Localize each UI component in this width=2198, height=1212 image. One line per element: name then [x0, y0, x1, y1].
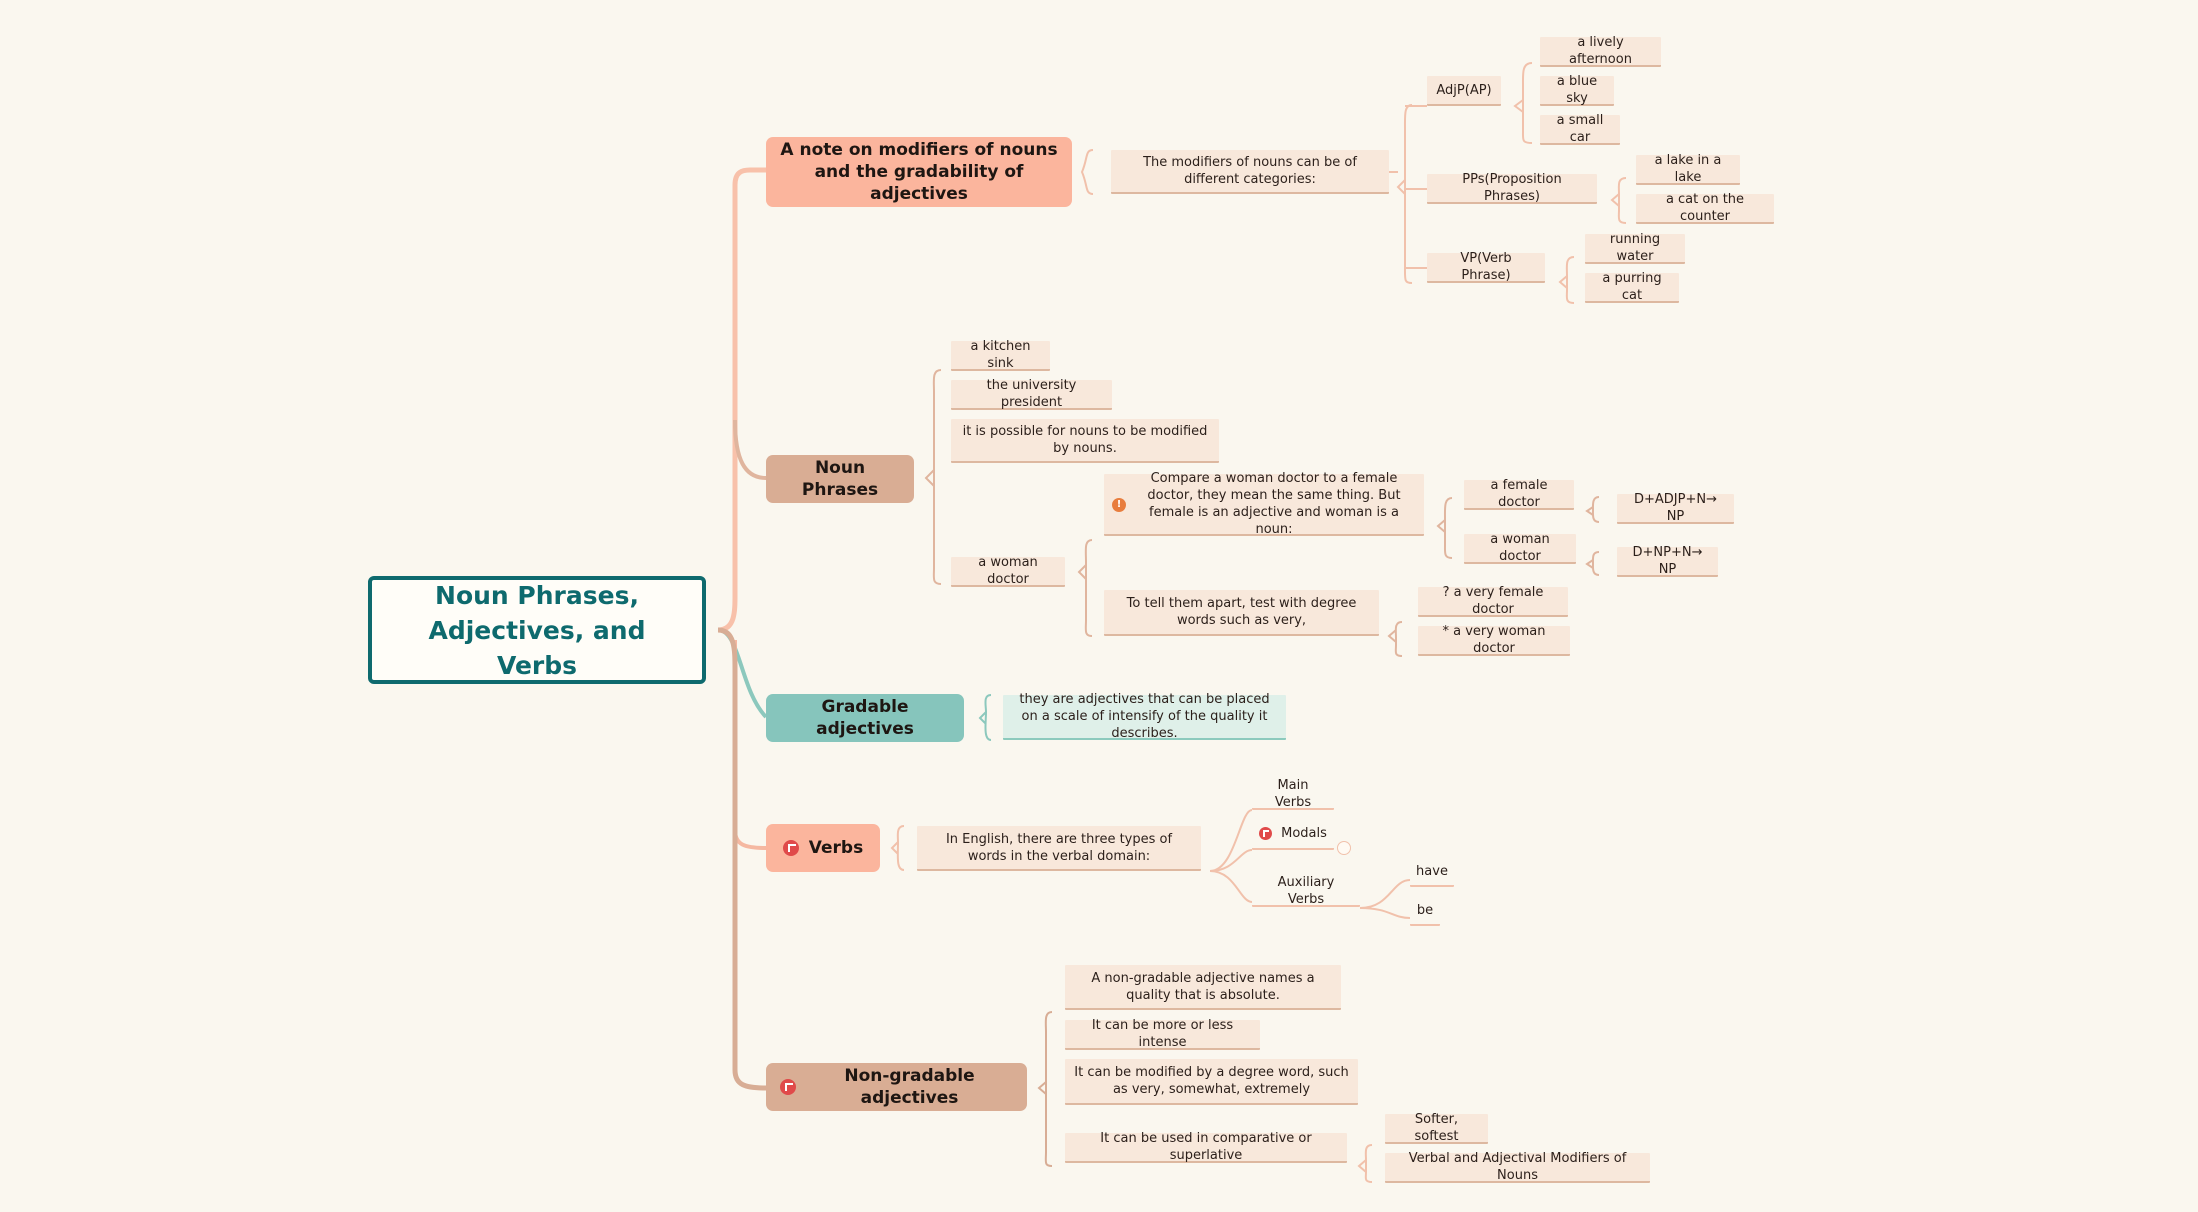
trunk-to-verbs [733, 640, 767, 850]
flag-icon [782, 840, 799, 856]
np-woman-rule[interactable]: D+NP+N→ NP [1617, 545, 1718, 577]
branch-modifiers[interactable]: A note on modifiers of nouns and the gra… [766, 137, 1072, 207]
pps-item-2[interactable]: a cat on the counter [1636, 192, 1774, 224]
np-woman-doctor[interactable]: a woman doctor [951, 555, 1065, 587]
branch-gradable-adjectives[interactable]: Gradable adjectives [766, 694, 964, 742]
aux-item-have[interactable]: have [1410, 857, 1454, 887]
root-title: Noun Phrases, Adjectives, and Verbs [428, 580, 646, 680]
collapse-toggle-icon[interactable] [1337, 841, 1351, 855]
np-test-item-2[interactable]: * a very woman doctor [1418, 624, 1570, 656]
branch-noun-phrases[interactable]: Noun Phrases [766, 455, 914, 503]
adjp-item-3[interactable]: a small car [1540, 113, 1620, 145]
flag-icon [780, 1079, 796, 1095]
comparative-item-1[interactable]: Softer, softest [1385, 1112, 1488, 1144]
non-gradable-item-2[interactable]: It can be more or less intense [1065, 1018, 1260, 1050]
adjp-item-1[interactable]: a lively afternoon [1540, 35, 1661, 67]
np-test-item-1[interactable]: ? a very female doctor [1418, 585, 1568, 617]
np-test-note[interactable]: To tell them apart, test with degree wor… [1104, 590, 1379, 636]
aux-item-be[interactable]: be [1410, 896, 1440, 926]
branch-verbs[interactable]: Verbs [766, 824, 880, 872]
vp-node[interactable]: VP(Verb Phrase) [1427, 251, 1545, 283]
modifiers-intro[interactable]: The modifiers of nouns can be of differe… [1111, 150, 1389, 194]
np-item-noun-modified[interactable]: it is possible for nouns to be modified … [951, 419, 1219, 463]
trunk-to-non-gradable [717, 627, 767, 1091]
np-item-kitchen-sink[interactable]: a kitchen sink [951, 339, 1050, 371]
flag-icon [1259, 826, 1273, 840]
verbs-modals[interactable]: Modals [1252, 818, 1334, 850]
vp-item-2[interactable]: a purring cat [1585, 271, 1679, 303]
branch-modifiers-title: A note on modifiers of nouns and the gra… [780, 140, 1058, 204]
np-woman-doctor-example[interactable]: a woman doctor [1464, 532, 1576, 564]
verbs-intro[interactable]: In English, there are three types of wor… [917, 826, 1201, 871]
np-female-doctor[interactable]: a female doctor [1464, 478, 1574, 510]
comparative-item-2[interactable]: Verbal and Adjectival Modifiers of Nouns [1385, 1151, 1650, 1183]
verbs-main-verbs[interactable]: Main Verbs [1252, 778, 1334, 810]
non-gradable-item-1[interactable]: A non-gradable adjective names a quality… [1065, 965, 1341, 1010]
adjp-node[interactable]: AdjP(AP) [1427, 76, 1501, 106]
non-gradable-item-4[interactable]: It can be used in comparative or superla… [1065, 1131, 1347, 1163]
trunk-to-gradable [717, 628, 768, 719]
trunk-to-noun-phrases [733, 419, 767, 480]
root-topic[interactable]: Noun Phrases, Adjectives, and Verbs [368, 576, 706, 684]
gradable-description[interactable]: they are adjectives that can be placed o… [1003, 692, 1286, 741]
np-compare-note[interactable]: ! Compare a woman doctor to a female doc… [1104, 471, 1424, 537]
np-female-rule[interactable]: D+ADJP+N→ NP [1617, 492, 1734, 524]
trunk-to-modifiers [717, 167, 766, 633]
vp-item-1[interactable]: running water [1585, 232, 1685, 264]
pps-node[interactable]: PPs(Proposition Phrases) [1427, 172, 1597, 204]
non-gradable-item-3[interactable]: It can be modified by a degree word, suc… [1065, 1059, 1358, 1105]
adjp-item-2[interactable]: a blue sky [1540, 74, 1614, 106]
branch-non-gradable-adjectives[interactable]: Non-gradable adjectives [766, 1063, 1027, 1111]
warning-icon: ! [1112, 498, 1126, 512]
pps-item-1[interactable]: a lake in a lake [1636, 153, 1740, 185]
verbs-auxiliary[interactable]: Auxiliary Verbs [1252, 875, 1360, 907]
np-item-university-president[interactable]: the university president [951, 378, 1112, 410]
